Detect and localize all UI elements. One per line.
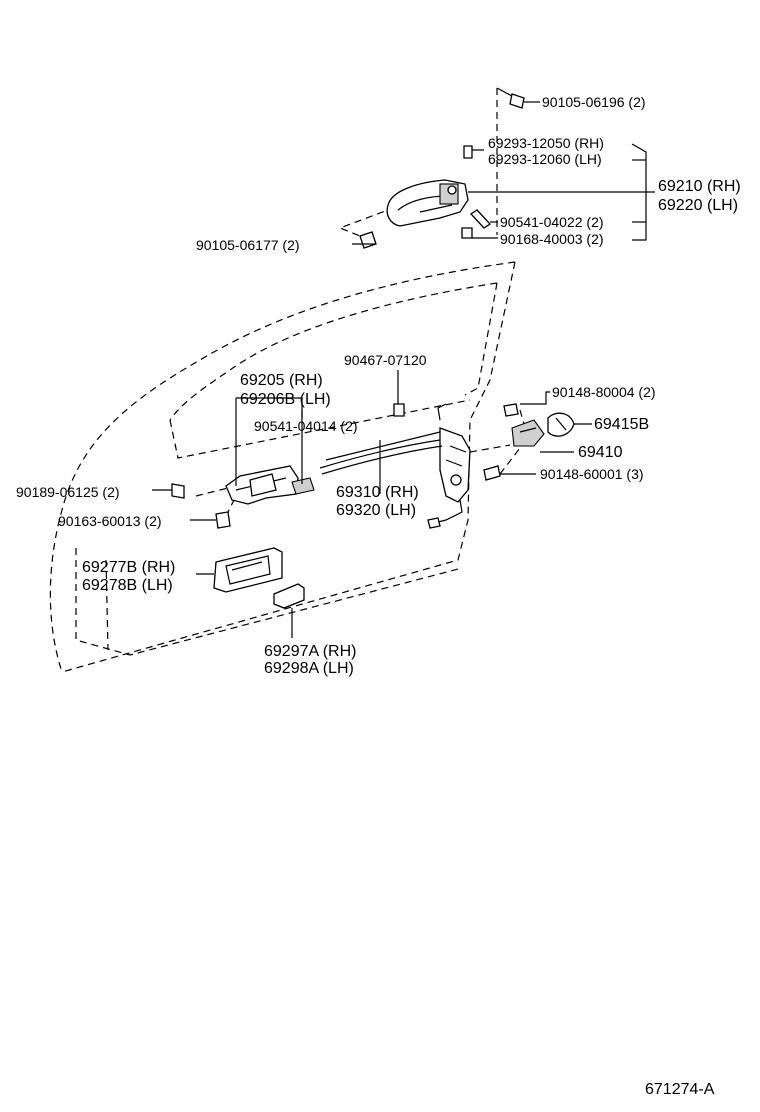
label-69415B: 69415B: [594, 416, 649, 433]
label-69210: 69210 (RH): [658, 178, 741, 195]
label-69205: 69205 (RH): [240, 372, 323, 389]
label-90168-40003: 90168-40003 (2): [500, 231, 604, 247]
label-69278B: 69278B (LH): [82, 577, 173, 594]
diagram-code: 671274-A: [645, 1081, 715, 1098]
part-labels: 90105-06196 (2) 69293-12050 (RH) 69293-1…: [16, 94, 741, 1098]
label-90467-07120: 90467-07120: [344, 352, 427, 368]
label-90541-04022: 90541-04022 (2): [500, 214, 604, 230]
label-69220: 69220 (LH): [658, 197, 738, 214]
handle-cover: [273, 583, 305, 638]
label-69293-12050: 69293-12050 (RH): [488, 135, 604, 151]
door-striker: [483, 391, 592, 481]
label-90105-06177: 90105-06177 (2): [196, 237, 300, 253]
door-lock-assembly: [319, 370, 511, 529]
label-90105-06196: 90105-06196 (2): [542, 94, 646, 110]
label-69277B: 69277B (RH): [82, 559, 175, 576]
label-69293-12060: 69293-12060 (LH): [488, 151, 602, 167]
label-69298A: 69298A (LH): [264, 660, 354, 677]
label-69206B: 69206B (LH): [240, 391, 331, 408]
label-69320: 69320 (LH): [336, 502, 416, 519]
inside-handle: [152, 397, 315, 529]
label-90541-04014: 90541-04014 (2): [254, 418, 358, 434]
label-90189-06125: 90189-06125 (2): [16, 484, 120, 500]
door-outline: [49, 261, 516, 673]
outside-handle-assembly: [338, 87, 655, 249]
label-90148-60001: 90148-60001 (3): [540, 466, 644, 482]
inside-handle-bezel: [196, 547, 283, 593]
label-90148-80004: 90148-80004 (2): [552, 384, 656, 400]
label-69297A: 69297A (RH): [264, 643, 357, 660]
label-69310: 69310 (RH): [336, 484, 419, 501]
label-69410: 69410: [578, 444, 623, 461]
label-90163-60013: 90163-60013 (2): [58, 513, 162, 529]
